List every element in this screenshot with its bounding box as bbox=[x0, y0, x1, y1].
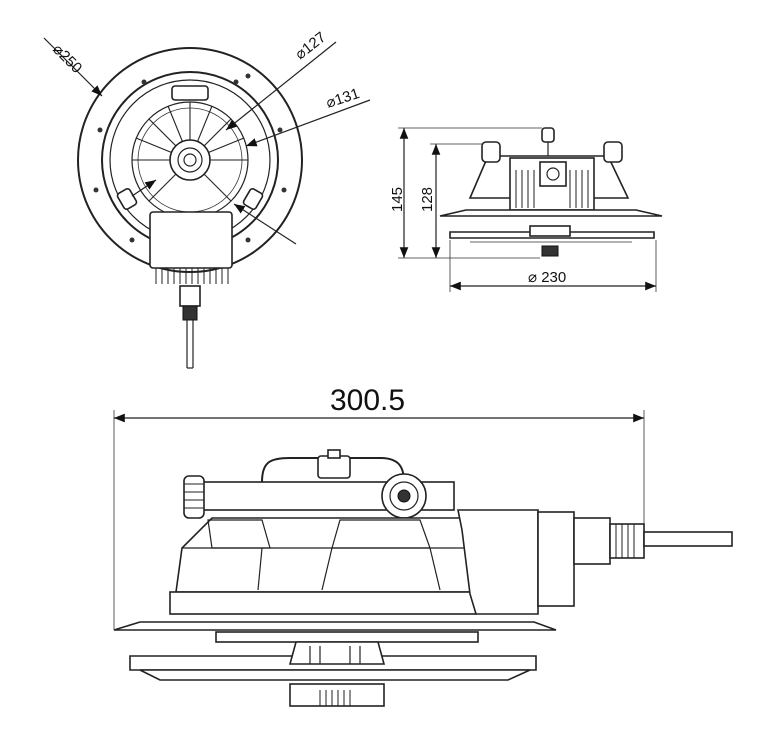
svg-text:⌀127: ⌀127 bbox=[292, 29, 329, 63]
diameter-symbol: ⌀ bbox=[528, 269, 537, 286]
svg-text:⌀250: ⌀250 bbox=[49, 41, 85, 77]
dim-body-height: 128 bbox=[419, 187, 436, 212]
flange-screw-holes bbox=[93, 73, 287, 243]
side-box-fins bbox=[515, 170, 589, 208]
svg-text:⌀ 230: ⌀ 230 bbox=[528, 269, 566, 286]
dim-total-height: 145 bbox=[389, 187, 406, 212]
front-view: 300.5 bbox=[113, 384, 733, 707]
dim-width-diameter: 230 bbox=[541, 269, 566, 286]
side-view: 145 128 ⌀ 230 bbox=[389, 127, 663, 292]
svg-text:⌀131: ⌀131 bbox=[324, 85, 362, 112]
dim-middle-diameter: 131 bbox=[333, 85, 362, 109]
top-view: ⌀250 ⌀127 ⌀131 bbox=[43, 29, 371, 369]
dim-overall-length: 300.5 bbox=[330, 384, 405, 417]
junction-box-fins bbox=[155, 268, 229, 284]
